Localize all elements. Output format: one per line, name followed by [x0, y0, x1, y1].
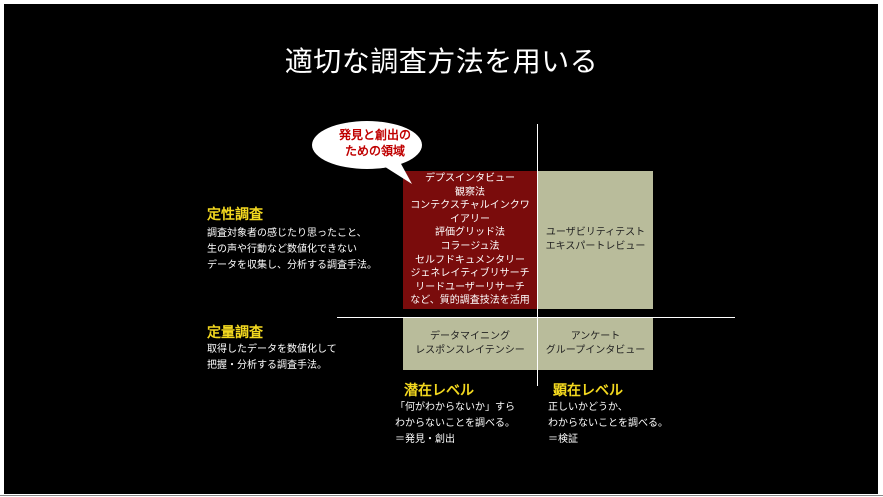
cell-quantitative-manifest: アンケート グループインタビュー: [538, 318, 653, 370]
quantitative-description: 取得したデータを数値化して 把握・分析する調査手法。: [207, 342, 337, 374]
callout-line: ための領域: [344, 144, 405, 158]
manifest-level-heading: 顕在レベル: [553, 383, 623, 399]
manifest-level-description: 正しいかどうか、 わからないことを調べる。 ＝検証: [548, 400, 668, 448]
description-line: 生の声や行動など数値化できない: [207, 244, 357, 255]
vertical-axis-line: [537, 124, 538, 386]
method-item: コラージュ法: [440, 241, 500, 252]
method-item: コンテクスチャルインクワ: [410, 200, 530, 212]
callout-ellipse: [312, 121, 422, 169]
quantitative-heading: 定量調査: [207, 325, 263, 341]
description-line: データを収集し、分析する調査手法。: [207, 260, 377, 271]
method-item: レスポンスレイテンシー: [415, 345, 525, 356]
method-item: セルフドキュメンタリー: [415, 254, 525, 266]
description-line: 把握・分析する調査手法。: [207, 360, 327, 371]
description-line: 取得したデータを数値化して: [207, 344, 337, 355]
callout-text: 発見と創出の ための領域: [325, 127, 425, 159]
horizontal-axis-line: [337, 317, 735, 318]
latent-level-description: 「何がわからないか」すら わからないことを調べる。 ＝発見・創出: [395, 400, 515, 448]
qualitative-description: 調査対象者の感じたり思ったこと、 生の声や行動など数値化できない データを収集し…: [207, 226, 377, 274]
method-item: ジェネレイティブリサーチ: [410, 268, 530, 280]
method-item: ユーザビリティテスト: [545, 227, 646, 239]
method-item: グループインタビュー: [545, 345, 646, 356]
latent-level-heading: 潜在レベル: [404, 383, 474, 399]
cell-qualitative-latent: デプスインタビュー 観察法 コンテクスチャルインクワ イアリー 評価グリッド法 …: [403, 171, 537, 309]
method-item: デプスインタビュー: [425, 173, 515, 185]
description-line: ＝検証: [548, 434, 578, 445]
method-item: 評価グリッド法: [435, 227, 505, 239]
slide-bottom-border: [0, 495, 883, 496]
description-line: わからないことを調べる。: [548, 418, 668, 429]
callout-line: 発見と創出の: [338, 128, 411, 142]
slide-title: 適切な調査方法を用いる: [284, 45, 599, 78]
description-line: わからないことを調べる。: [395, 418, 515, 429]
method-item: イアリー: [450, 213, 490, 225]
description-line: 「何がわからないか」すら: [395, 402, 515, 413]
method-item: エキスパートレビュー: [545, 241, 646, 252]
callout-pointer: [382, 162, 412, 184]
description-line: 正しいかどうか、: [548, 402, 628, 413]
method-item: 観察法: [455, 186, 485, 198]
qualitative-heading: 定性調査: [207, 207, 263, 223]
cell-quantitative-latent: データマイニング レスポンスレイテンシー: [403, 318, 537, 370]
method-item: リードユーザーリサーチ: [415, 281, 525, 293]
description-line: 調査対象者の感じたり思ったこと、: [207, 228, 367, 239]
cell-qualitative-manifest: ユーザビリティテスト エキスパートレビュー: [538, 171, 653, 309]
method-item: など、質的調査技法を活用: [410, 295, 530, 307]
method-item: アンケート: [570, 331, 621, 343]
description-line: ＝発見・創出: [395, 434, 455, 445]
method-item: データマイニング: [430, 331, 510, 343]
